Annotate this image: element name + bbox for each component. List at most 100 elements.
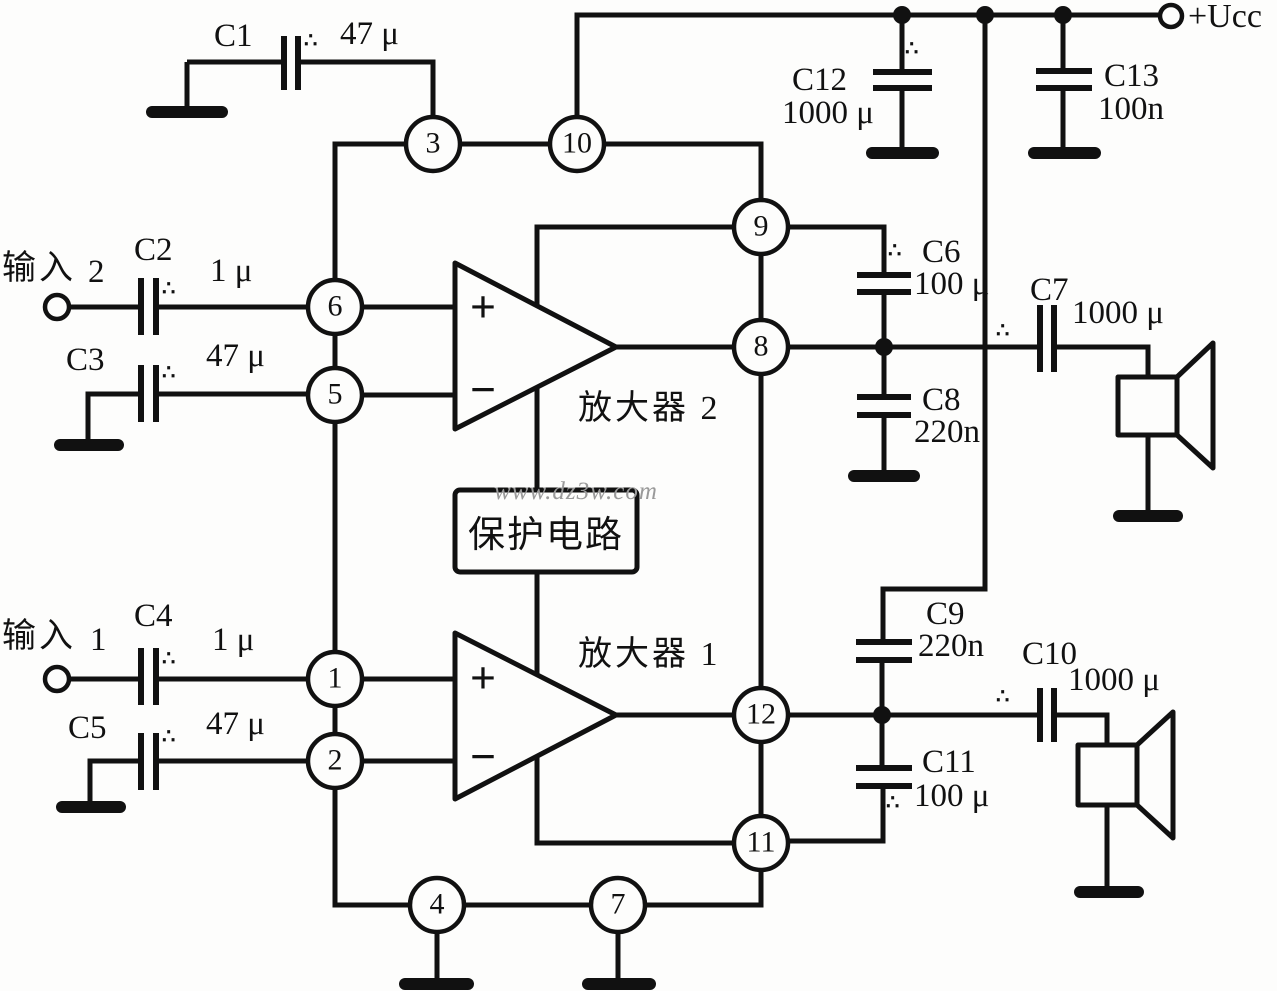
speaker-body bbox=[1115, 374, 1180, 438]
c12-value: 1000 μ bbox=[782, 95, 874, 131]
pin2-circle bbox=[305, 731, 365, 791]
c3-polarity-mark: ∴ bbox=[162, 360, 176, 384]
pin10-circle bbox=[547, 114, 607, 174]
input2-label: 输入 bbox=[2, 250, 76, 287]
c11-value: 100 μ bbox=[914, 778, 990, 814]
protection-label: 保护电路 bbox=[468, 515, 624, 556]
capacitor-c10 bbox=[1037, 688, 1110, 745]
amp2-label: 放大器 2 bbox=[578, 390, 721, 427]
opamp1-minus-sign: − bbox=[469, 731, 497, 783]
c11-name: C11 bbox=[922, 744, 976, 780]
capacitor-c9 bbox=[856, 639, 912, 715]
input1-label: 输入 bbox=[2, 618, 76, 655]
c8-name: C8 bbox=[922, 382, 961, 418]
pin6-circle bbox=[305, 277, 365, 337]
wire-vcc-rail bbox=[574, 12, 1160, 117]
c1-polarity-mark: ∴ bbox=[304, 28, 318, 52]
c7-name: C7 bbox=[1030, 272, 1069, 308]
pin9-number: 9 bbox=[753, 209, 769, 243]
c6-name: C6 bbox=[922, 234, 961, 270]
c1-name: C1 bbox=[214, 18, 253, 54]
capacitor-c13 bbox=[1028, 15, 1101, 159]
pin11-circle bbox=[731, 813, 791, 873]
c3-name: C3 bbox=[66, 342, 105, 378]
c9-name: C9 bbox=[926, 596, 965, 632]
pin5-circle bbox=[305, 365, 365, 425]
capacitor-c11 bbox=[788, 715, 912, 844]
c6-polarity-mark: ∴ bbox=[888, 238, 902, 262]
pin5-number: 5 bbox=[327, 377, 343, 411]
pin7-number: 7 bbox=[610, 887, 626, 921]
watermark: www.dz3w.com bbox=[494, 478, 658, 505]
pin4-number: 4 bbox=[429, 887, 445, 921]
c5-name: C5 bbox=[68, 710, 107, 746]
capacitor-c8 bbox=[848, 347, 920, 482]
c12-polarity-mark: ∴ bbox=[905, 36, 919, 60]
pin7-ground bbox=[582, 932, 656, 990]
speaker-channel1 bbox=[1074, 709, 1176, 898]
pin3-circle bbox=[403, 114, 463, 174]
pin2-number: 2 bbox=[327, 743, 343, 777]
input2-number: 2 bbox=[88, 254, 105, 290]
protection-box bbox=[452, 487, 640, 575]
c3-value: 47 μ bbox=[206, 338, 265, 374]
capacitor-c1 bbox=[146, 36, 436, 118]
c6-value: 100 μ bbox=[914, 266, 990, 302]
c7-polarity-mark: ∴ bbox=[996, 318, 1010, 342]
c2-name: C2 bbox=[134, 232, 173, 268]
pin11-number: 11 bbox=[746, 825, 776, 859]
speaker-cone bbox=[1174, 340, 1216, 471]
pin12-number: 12 bbox=[746, 697, 776, 731]
pin6-number: 6 bbox=[327, 289, 343, 323]
wire-protection-chain bbox=[534, 224, 734, 846]
pin9-circle bbox=[731, 197, 791, 257]
capacitor-c4 bbox=[69, 648, 308, 705]
c13-value: 100n bbox=[1098, 91, 1164, 127]
pin4-circle bbox=[407, 875, 467, 935]
ic-pin-circles bbox=[305, 114, 791, 935]
c12-name: C12 bbox=[792, 62, 848, 98]
pin7-circle bbox=[588, 875, 648, 935]
c11-polarity-mark: ∴ bbox=[886, 790, 900, 814]
c1-value: 47 μ bbox=[340, 16, 399, 52]
pin3-number: 3 bbox=[425, 126, 441, 160]
c10-value: 1000 μ bbox=[1068, 662, 1160, 698]
c10-polarity-mark: ∴ bbox=[996, 684, 1010, 708]
wire-amp2-inputs bbox=[362, 304, 455, 398]
capacitor-c3 bbox=[54, 365, 308, 451]
pin10-number: 10 bbox=[562, 126, 592, 160]
speaker-cone bbox=[1134, 709, 1176, 841]
pin8-circle bbox=[731, 317, 791, 377]
pin8-number: 8 bbox=[753, 329, 769, 363]
c4-value: 1 μ bbox=[212, 622, 255, 658]
c13-name: C13 bbox=[1104, 58, 1160, 94]
input1-terminal bbox=[42, 664, 72, 694]
opamp2-triangle bbox=[452, 260, 619, 432]
speaker-channel2 bbox=[1113, 340, 1216, 522]
input2-terminal bbox=[42, 292, 72, 322]
pin4-ground bbox=[399, 932, 474, 990]
c4-name: C4 bbox=[134, 598, 173, 634]
capacitor-c7 bbox=[1037, 305, 1151, 377]
c4-polarity-mark: ∴ bbox=[162, 646, 176, 670]
capacitor-c5 bbox=[56, 733, 308, 813]
pin12-circle bbox=[731, 685, 791, 745]
pin1-circle bbox=[305, 649, 365, 709]
amp1-label: 放大器 1 bbox=[578, 636, 721, 673]
c9-value: 220n bbox=[918, 628, 984, 664]
c5-polarity-mark: ∴ bbox=[162, 724, 176, 748]
wire-amp1-inputs bbox=[362, 676, 455, 764]
capacitor-c6 bbox=[788, 224, 911, 347]
capacitor-c2 bbox=[69, 278, 308, 335]
capacitor-c12 bbox=[866, 15, 939, 159]
opamp1-triangle bbox=[452, 630, 619, 802]
opamp2-minus-sign: − bbox=[469, 364, 497, 416]
junction-dots bbox=[873, 6, 1072, 724]
wire-rail-to-c9 bbox=[880, 15, 988, 642]
opamp1-plus-sign: + bbox=[469, 652, 497, 704]
vcc-label: +Ucc bbox=[1188, 0, 1262, 35]
speaker-body bbox=[1075, 742, 1140, 808]
c10-name: C10 bbox=[1022, 636, 1078, 672]
